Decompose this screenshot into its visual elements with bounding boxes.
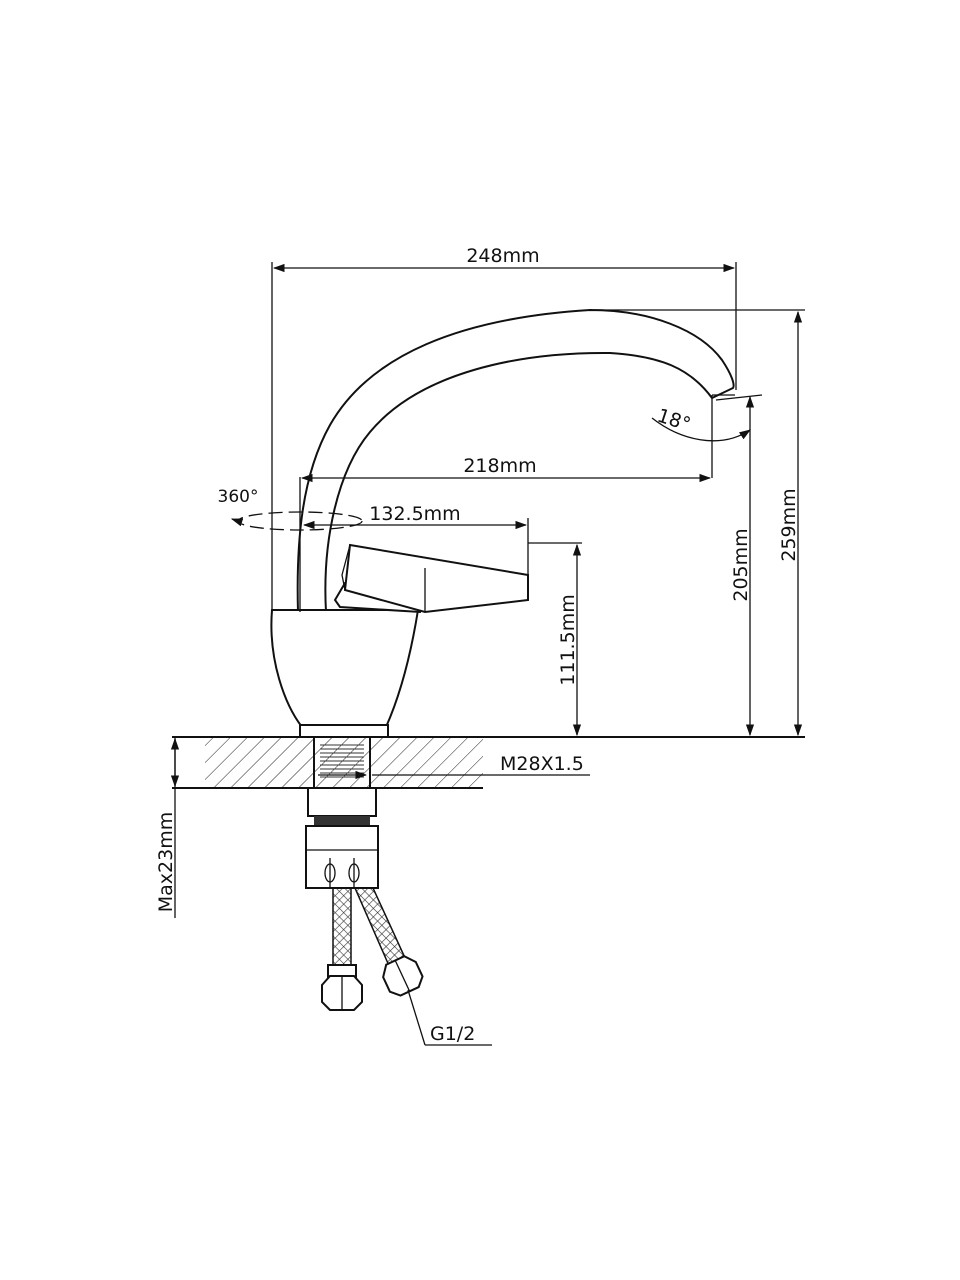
- dimension-lever-height: 111.5mm: [528, 542, 582, 737]
- spout-tilt-label: 18°: [654, 405, 693, 436]
- spout-height-label: 205mm: [730, 528, 752, 601]
- lever-height-label: 111.5mm: [557, 594, 579, 685]
- thread-callout: M28X1.5: [372, 753, 590, 776]
- dimension-lever-reach: 132.5mm: [302, 503, 529, 575]
- faucet-spout: [296, 308, 735, 613]
- lever-reach-label: 132.5mm: [369, 503, 460, 525]
- lever-handle: [333, 543, 529, 614]
- countertop-section: [172, 736, 805, 789]
- supply-hoses: [321, 887, 424, 1011]
- dimension-total-height: 259mm: [595, 309, 805, 737]
- swivel-indicator: 360°: [218, 487, 363, 531]
- swivel-label: 360°: [218, 487, 259, 507]
- deck-thickness-label: Max23mm: [155, 812, 177, 912]
- spout-reach-label: 218mm: [463, 455, 536, 477]
- dimension-spout-reach: 218mm: [299, 455, 712, 612]
- hose-callout: G1/2: [407, 989, 492, 1046]
- total-reach-label: 248mm: [466, 245, 539, 267]
- mounting-shank: [305, 736, 379, 889]
- dimension-total-reach: 248mm: [271, 245, 737, 612]
- total-height-label: 259mm: [778, 488, 800, 561]
- thread-label: M28X1.5: [500, 753, 584, 775]
- dimension-spout-height: 205mm 18°: [651, 394, 763, 737]
- faucet-body: [270, 609, 420, 738]
- hose-connection-label: G1/2: [430, 1023, 475, 1045]
- dimension-deck-thickness: Max23mm: [155, 737, 180, 918]
